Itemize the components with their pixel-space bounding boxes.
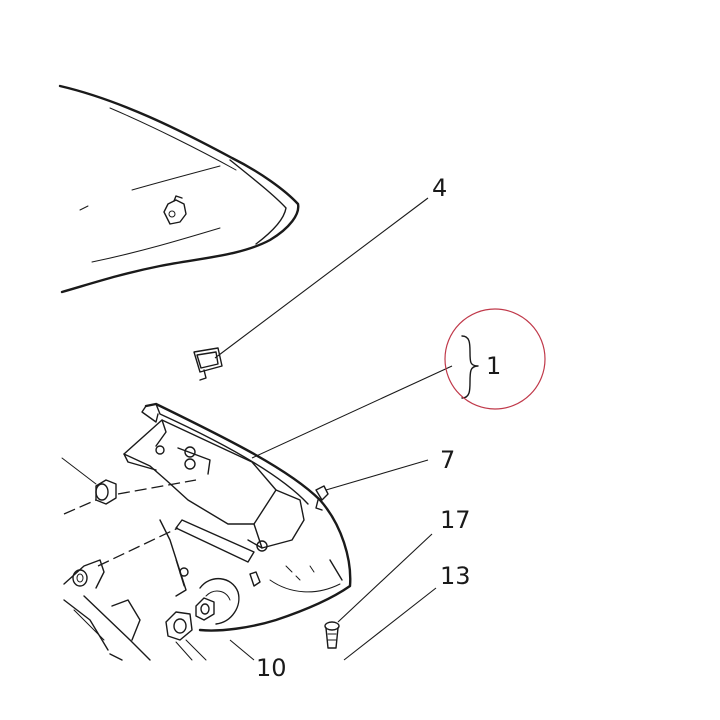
callout-label-1: 1 (486, 352, 501, 380)
main-housing-assembly (123, 402, 352, 632)
callout-label-10: 10 (256, 654, 287, 682)
dashed-axis-1 (63, 499, 97, 515)
leader-line-1 (251, 365, 453, 459)
bolt-part-17 (324, 621, 340, 649)
grommet-part (95, 479, 117, 505)
leader-line-7 (325, 459, 429, 491)
clip-part-7 (315, 485, 329, 511)
leader-line-4 (214, 197, 429, 359)
callout-label-7: 7 (440, 446, 455, 474)
leader-line-13 (343, 587, 437, 661)
dashed-axis-2 (117, 479, 197, 495)
callout-label-13: 13 (440, 562, 471, 590)
callout-label-4: 4 (432, 174, 447, 202)
guide-line-upper (61, 457, 97, 485)
mounting-nub (163, 195, 187, 225)
clip-part-4 (193, 347, 223, 381)
lower-bracket (63, 559, 151, 661)
callout-label-17: 17 (440, 506, 471, 534)
assembly-brace (461, 335, 479, 399)
leader-line-17 (337, 533, 433, 623)
leader-line-10 (229, 639, 255, 661)
upper-cover-panel (58, 84, 300, 294)
highlight-circle (444, 308, 546, 410)
dashed-axis-3 (97, 527, 179, 567)
screw-part-10 (165, 597, 215, 661)
